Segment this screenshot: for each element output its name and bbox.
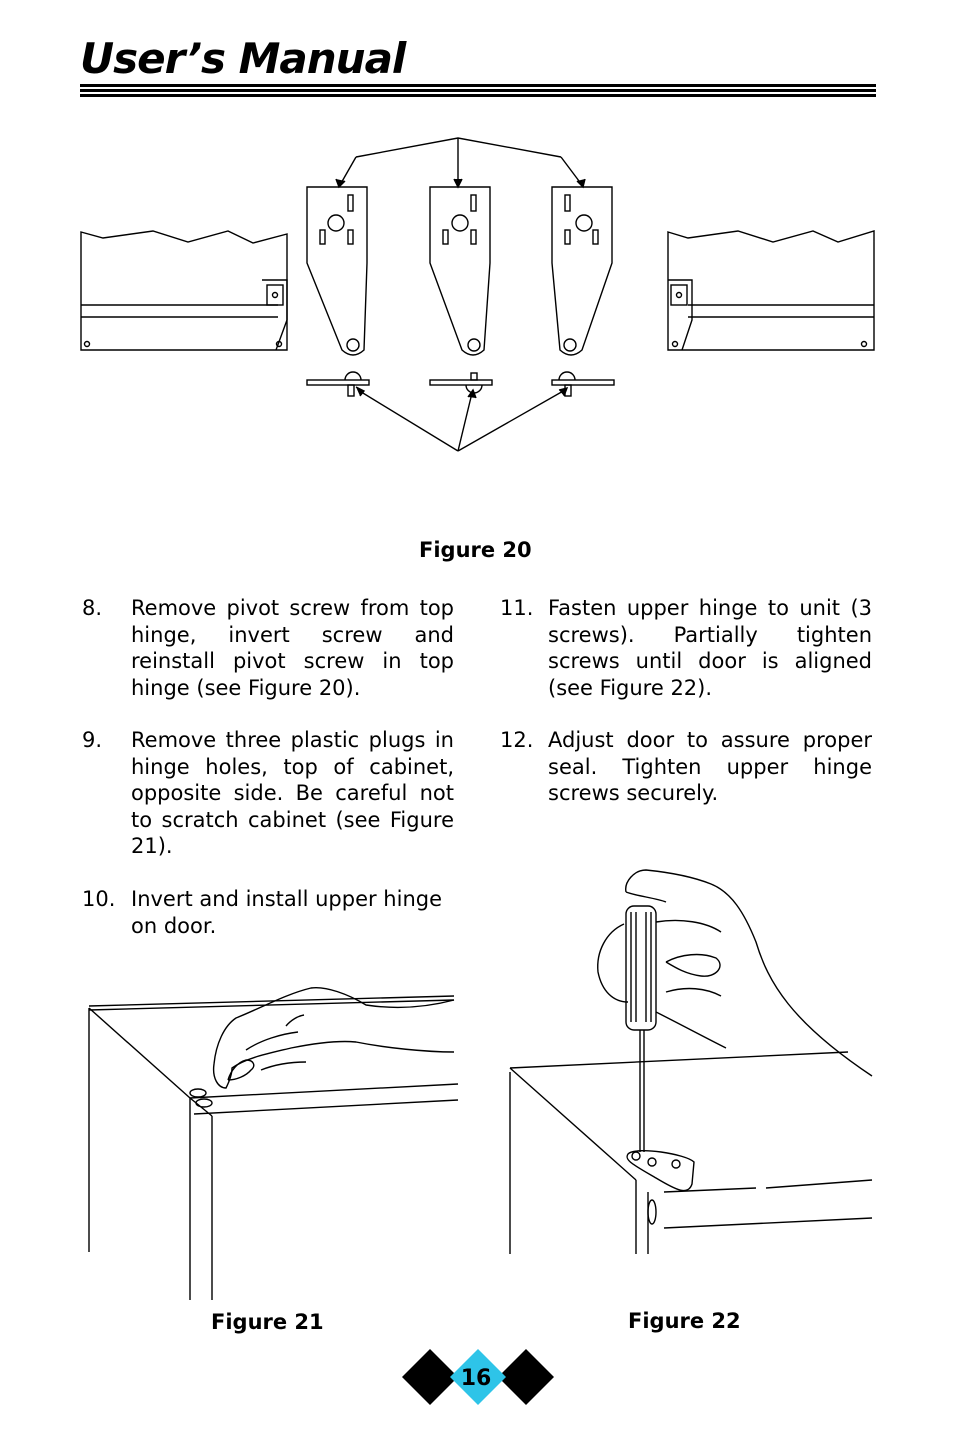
page-number-box: 16	[452, 1354, 500, 1402]
page-title: User’s Manual	[80, 34, 406, 83]
header-rule-3	[80, 94, 876, 97]
header-rule-1	[80, 84, 876, 87]
step-number: 8.	[82, 596, 103, 620]
hinge-plate-1	[306, 186, 368, 356]
hinge-plate	[626, 1150, 695, 1192]
figure-20-illustration	[80, 137, 875, 452]
hand	[212, 987, 455, 1089]
bottom-arrows	[355, 386, 569, 452]
step-number: 10.	[82, 887, 116, 911]
figure-20-caption: Figure 20	[419, 538, 532, 562]
screwdriver	[625, 905, 657, 1152]
cabinet	[88, 995, 459, 1300]
page-number-ornament	[402, 1349, 554, 1405]
step-12: 12. Adjust door to assure proper seal. T…	[500, 727, 872, 807]
door-right	[667, 230, 875, 351]
top-arrows	[335, 137, 586, 189]
figure-21-caption: Figure 21	[211, 1310, 324, 1334]
step-text: Adjust door to assure proper seal. Tight…	[548, 728, 872, 805]
step-number: 12.	[500, 728, 534, 752]
right-diamond	[498, 1349, 554, 1405]
left-diamond	[402, 1349, 458, 1405]
pivot-screws	[306, 371, 615, 397]
step-8: 8. Remove pivot screw from top hinge, in…	[82, 595, 454, 701]
door-left	[80, 230, 288, 351]
hinge-plate-3	[551, 186, 613, 356]
step-9: 9. Remove three plastic plugs in hinge h…	[82, 727, 454, 860]
step-number: 11.	[500, 596, 534, 620]
step-text: Invert and install upper hinge on door.	[131, 887, 443, 938]
step-text: Remove pivot screw from top hinge, inver…	[131, 596, 454, 700]
step-number: 9.	[82, 728, 103, 752]
step-text: Remove three plastic plugs in hinge hole…	[131, 728, 454, 858]
hand	[597, 869, 873, 1077]
figure-21-illustration	[88, 987, 459, 1300]
center-diamond	[450, 1349, 506, 1405]
step-11: 11. Fasten upper hinge to unit (3 screws…	[500, 595, 872, 701]
page-number: 16	[460, 1366, 492, 1391]
hinge-plate-2	[429, 186, 491, 356]
step-text: Fasten upper hinge to unit (3 screws). P…	[548, 596, 872, 700]
figure-22-caption: Figure 22	[628, 1309, 741, 1333]
plug-holes	[189, 1088, 213, 1108]
cabinet	[509, 1051, 873, 1254]
figure-22-illustration	[509, 869, 873, 1254]
step-10: 10. Invert and install upper hinge on do…	[82, 886, 454, 939]
header-rule-2	[80, 89, 876, 92]
